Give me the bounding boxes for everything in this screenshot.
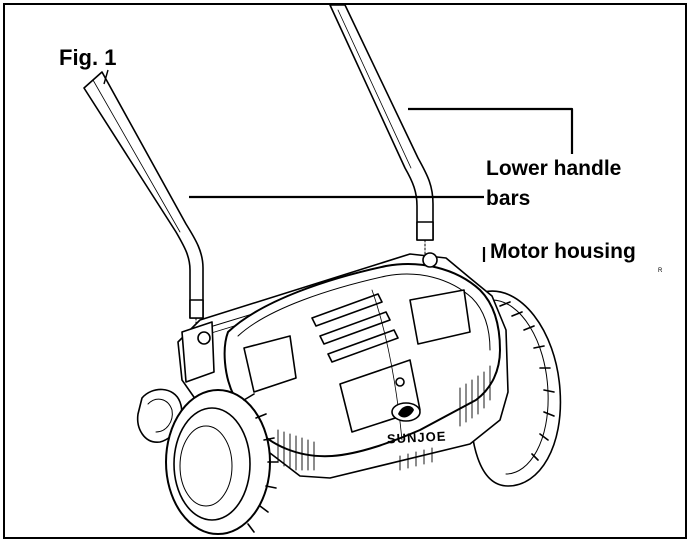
figure-label: Fig. 1 (59, 45, 117, 70)
registered-mark: R (658, 268, 663, 274)
brand-logo (391, 402, 421, 422)
callout-lower-handle-line2: bars (486, 187, 531, 210)
right-handle-bar (329, 4, 434, 257)
handle-bracket (181, 252, 438, 383)
figure-frame (3, 3, 687, 539)
ribbed-panels (277, 365, 491, 471)
callout-lower-handle-line1: Lower handle (486, 157, 622, 180)
left-front-wheel (165, 389, 279, 535)
left-handle-bar (83, 71, 204, 333)
callout-leaders (103, 69, 574, 262)
callout-motor-housing: Motor housing (490, 240, 636, 263)
brand-wordmark: SUNJOE (386, 428, 447, 447)
